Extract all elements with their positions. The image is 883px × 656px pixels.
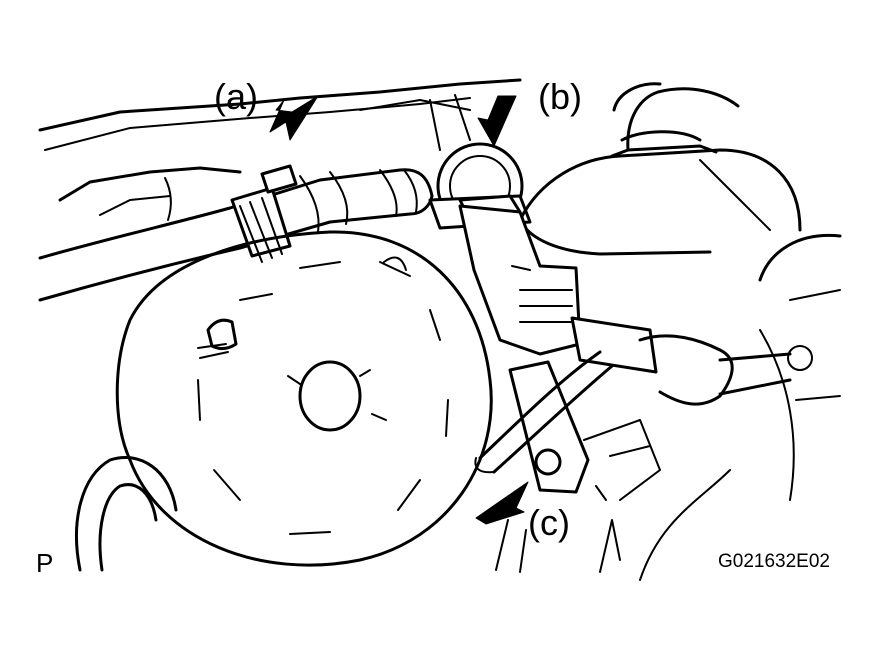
callout-label-b: (b) xyxy=(538,76,582,117)
reservoir-tank xyxy=(518,82,802,256)
arrow-c-icon xyxy=(475,481,529,525)
booster-stud xyxy=(197,318,238,359)
figure-code: G021632E02 xyxy=(718,551,830,572)
corner-mark: P xyxy=(36,548,54,578)
callout-label-c: (c) xyxy=(528,502,570,543)
wire-connector xyxy=(458,204,813,406)
lower-wires xyxy=(495,329,795,581)
callout-label-a: (a) xyxy=(214,76,258,117)
right-components xyxy=(758,233,842,401)
arrow-a-icon xyxy=(269,95,319,141)
body-panel xyxy=(38,78,522,221)
hose xyxy=(38,164,434,302)
bracket xyxy=(474,350,661,501)
brake-booster xyxy=(115,230,493,567)
arrow-b-icon xyxy=(477,95,517,147)
lower-frame xyxy=(75,455,178,572)
